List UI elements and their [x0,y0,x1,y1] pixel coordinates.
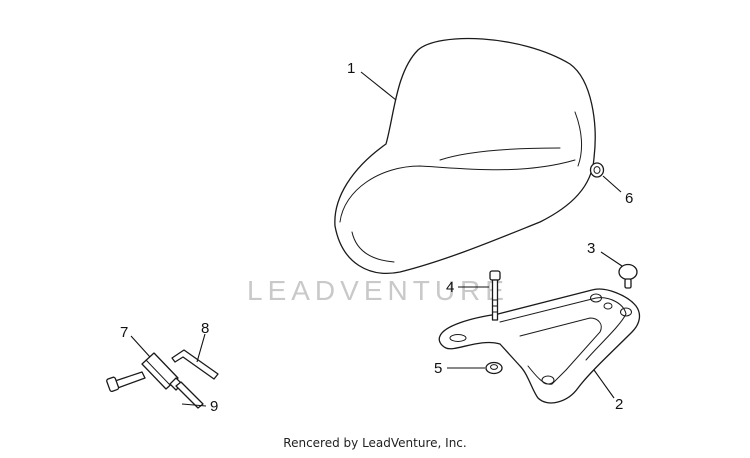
socket-wrench-part [106,371,146,393]
knob-part [618,263,638,289]
rack-frame-part [438,288,641,404]
callouts: 1 2 3 4 5 6 7 8 9 [120,60,633,415]
callout-1: 1 [347,60,355,77]
callout-5: 5 [434,360,442,377]
leader-line-1 [360,71,397,101]
grommet-part [589,162,605,178]
seat-part [334,37,596,274]
callout-6: 6 [625,190,633,207]
callout-8: 8 [201,320,209,337]
washer-part [485,361,503,375]
leader-line-3 [600,251,623,267]
footer-credit: Rencered by LeadVenture, Inc. [283,436,467,450]
callout-4: 4 [446,279,454,296]
callout-9: 9 [210,398,218,415]
watermark: LEADVENTURE [247,166,509,306]
callout-2: 2 [615,396,623,413]
leader-line-6 [602,175,622,193]
leader-line-9 [181,403,207,407]
watermark-text: LEADVENTURE [247,275,509,306]
leader-line-7 [130,335,151,358]
bolt-part [489,270,501,321]
leader-line-2 [593,369,615,399]
callout-7: 7 [120,324,128,341]
callout-3: 3 [587,240,595,257]
leader-line-8 [196,333,206,363]
leader-lines [130,71,623,407]
hex-key-part [171,349,219,380]
screwdriver-part [141,352,204,409]
